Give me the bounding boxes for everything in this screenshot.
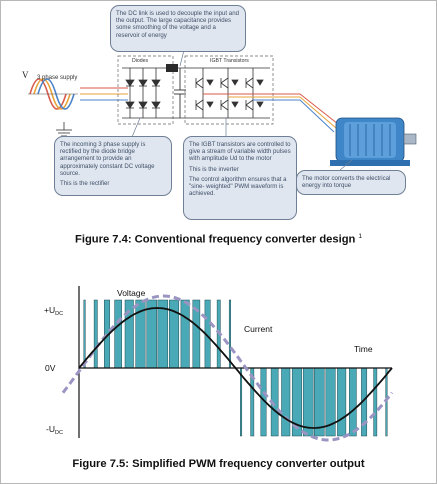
pwm-pulse	[146, 299, 157, 369]
igbt-bridge	[195, 68, 264, 118]
pwm-chart: +UDC 0V -UDC Voltage Current Time	[44, 286, 394, 442]
supply-symbol: V	[22, 70, 29, 80]
y-label-zero: 0V	[45, 363, 56, 373]
voltage-label: Voltage	[117, 288, 146, 298]
callout-dc-link: The DC link is used to decouple the inpu…	[110, 5, 246, 52]
pwm-pulse	[114, 299, 122, 369]
callout-inverter: The IGBT transistors are controlled to g…	[183, 136, 297, 220]
pwm-pulse	[349, 367, 357, 437]
ground-icon	[56, 122, 72, 137]
inverter-box	[184, 55, 274, 125]
supply-label: 3 phase supply	[37, 75, 77, 81]
y-label-negative: -UDC	[46, 424, 63, 436]
diodes-label: Diodes	[132, 58, 149, 64]
output-lines	[203, 93, 339, 133]
figure-caption-1: Figure 7.4: Conventional frequency conve…	[75, 233, 362, 246]
current-waveform	[61, 294, 394, 442]
pwm-pulse	[281, 367, 291, 437]
pwm-pulse	[228, 299, 231, 369]
diode-bridge	[125, 68, 161, 118]
dc-choke	[166, 64, 178, 72]
time-label: Time	[354, 344, 373, 354]
supply-lines	[80, 87, 128, 101]
pwm-pulse	[240, 367, 243, 437]
callout-rectifier: The incoming 3 phase supply is rectified…	[54, 136, 172, 196]
sine-waveform	[78, 307, 393, 429]
pwm-pulse	[157, 299, 169, 369]
igbt-label: IGBT Transistors	[210, 58, 249, 64]
current-label: Current	[244, 324, 273, 334]
three-phase-waves	[28, 78, 78, 110]
pwm-pulse	[302, 367, 314, 437]
y-label-positive: +UDC	[44, 305, 63, 317]
dc-link-capacitor	[174, 68, 186, 118]
callout-leaders	[131, 49, 353, 171]
rectifier-box	[117, 55, 174, 125]
callout-motor: The motor converts the electrical energy…	[296, 170, 406, 195]
pwm-pulse	[180, 299, 190, 369]
pwm-pulse	[314, 367, 325, 437]
motor-icon	[330, 117, 417, 166]
figure-caption-2: Figure 7.5: Simplified PWM frequency con…	[72, 458, 365, 470]
pwm-pulse	[83, 299, 86, 369]
pwm-pulse	[337, 367, 347, 437]
pwm-pulse	[93, 299, 98, 369]
pwm-pulse	[373, 367, 378, 437]
